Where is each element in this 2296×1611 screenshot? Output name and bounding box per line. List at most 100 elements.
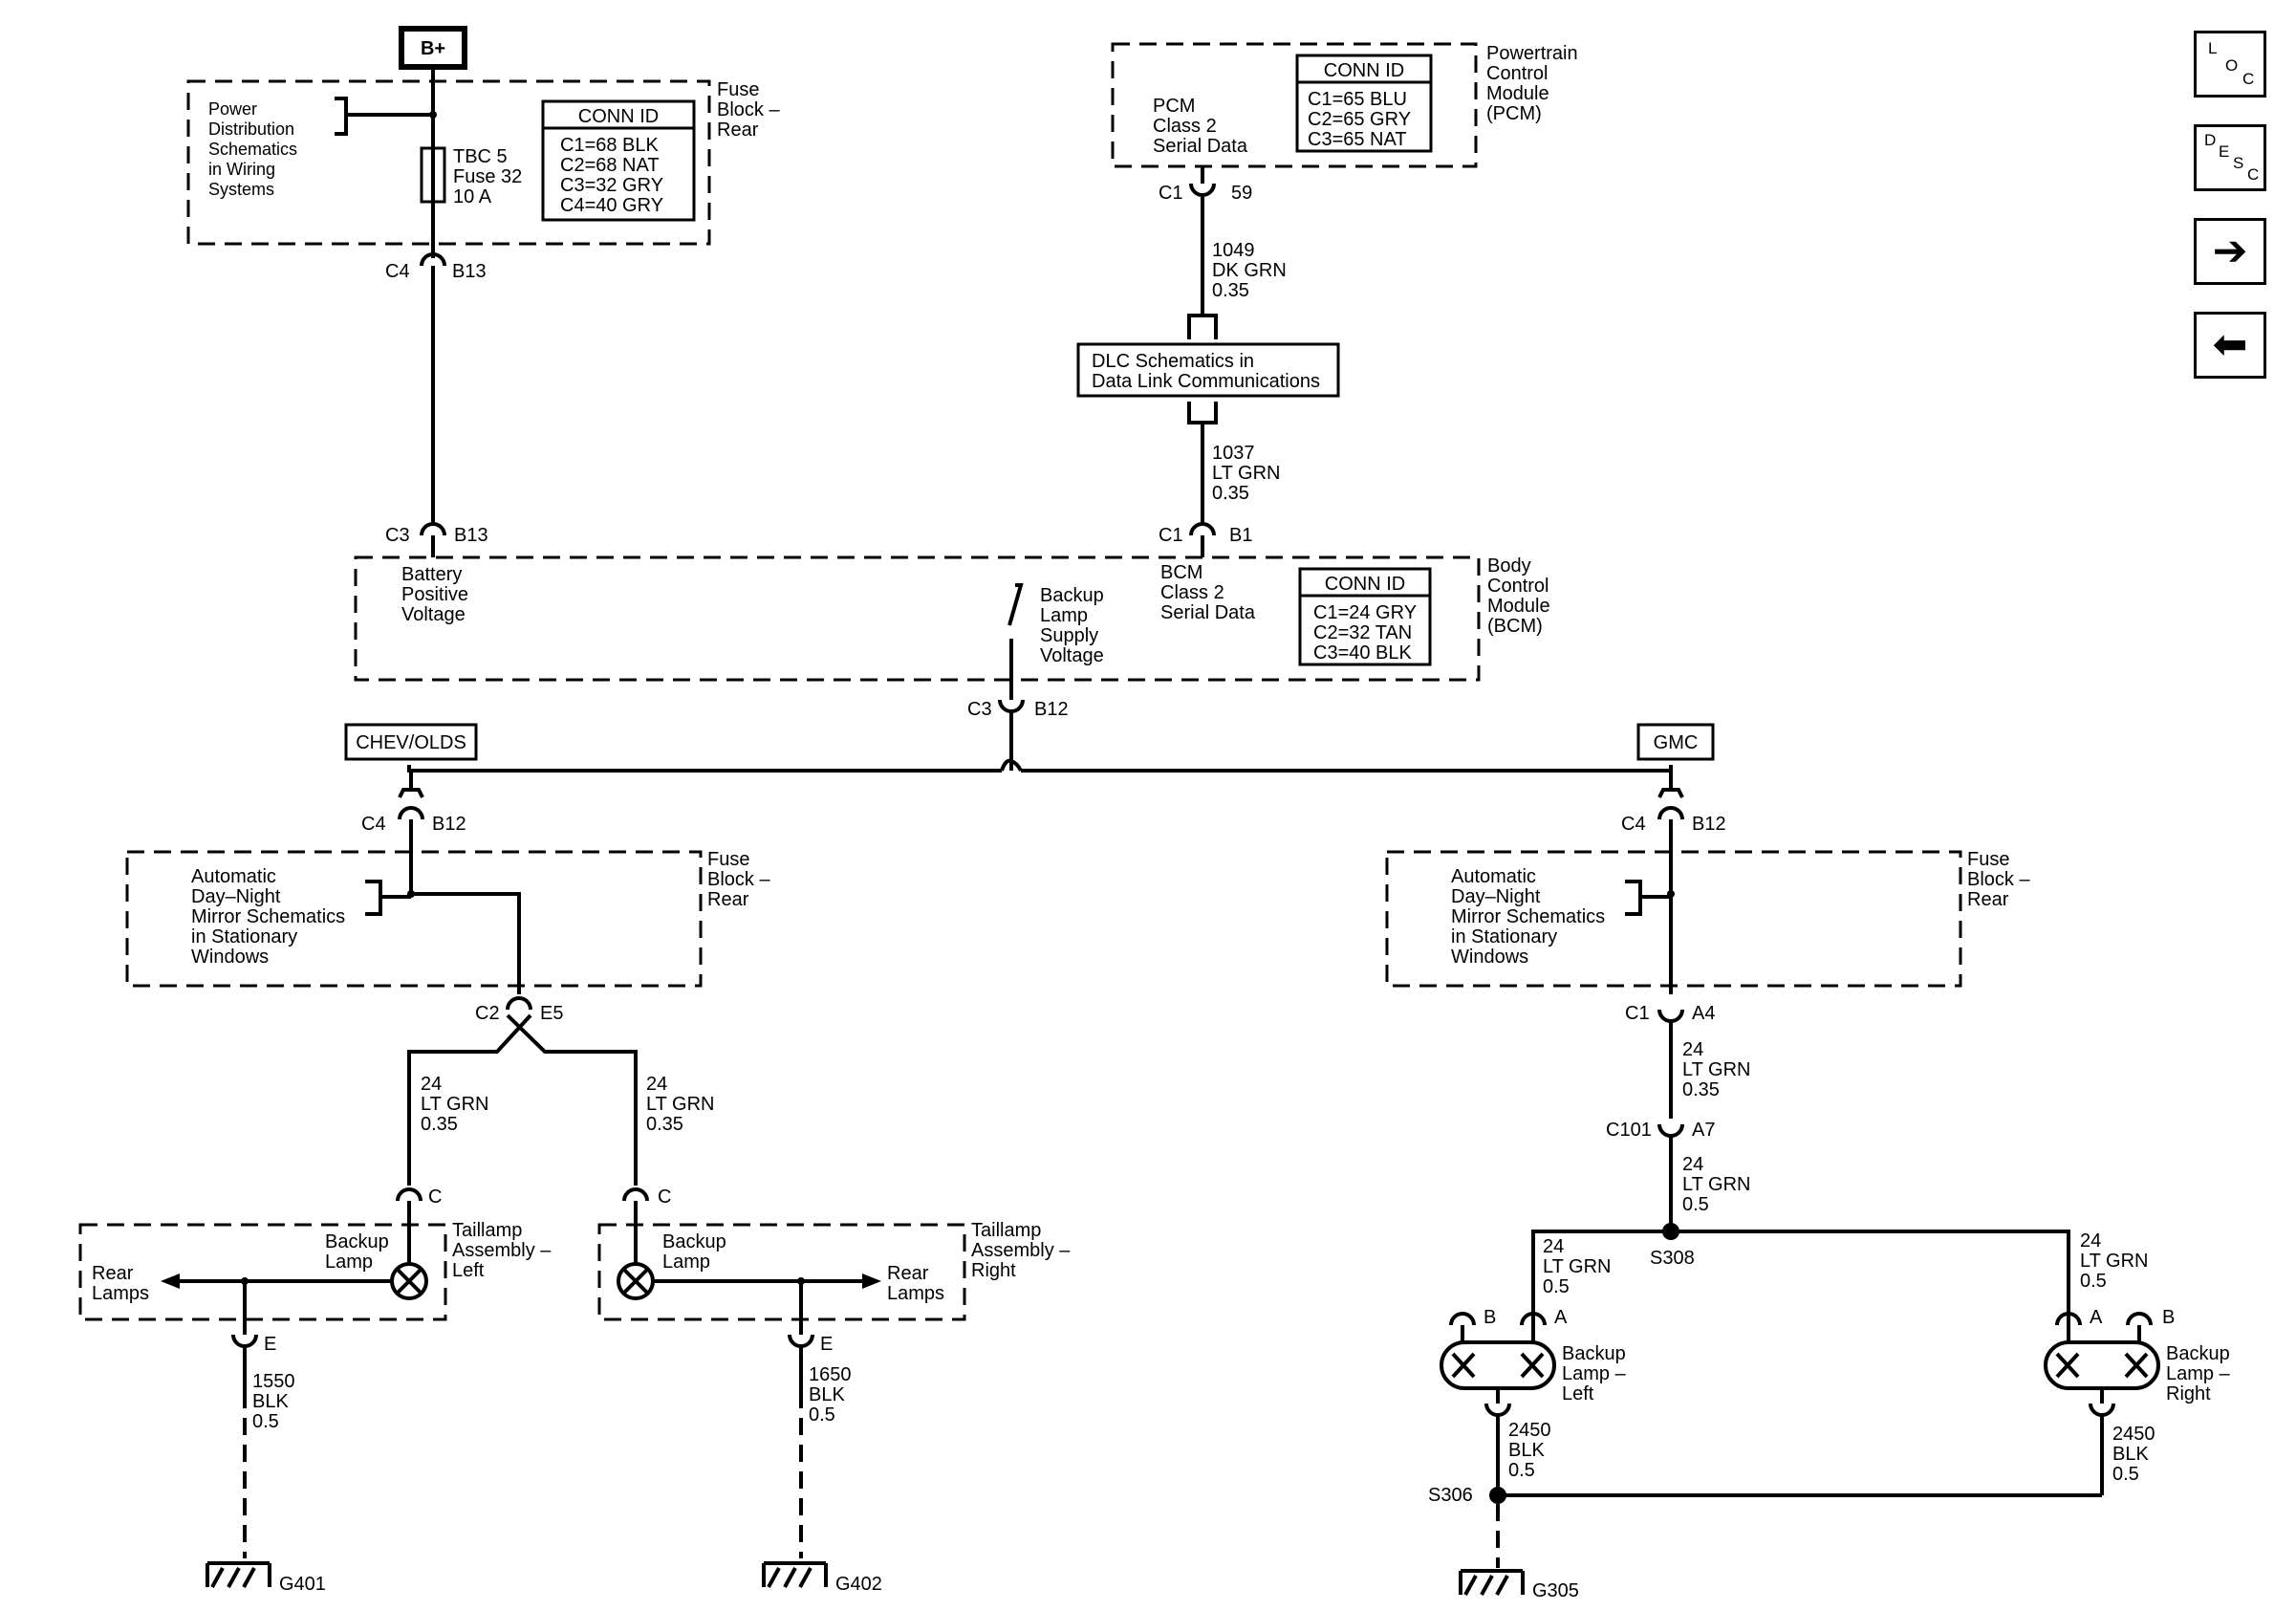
bcm-batt-3: Voltage bbox=[401, 604, 466, 625]
loc-button[interactable]: L O C bbox=[2194, 31, 2266, 98]
gmc-splice-gnd: S306 bbox=[1428, 1485, 1473, 1506]
bcm-name-1: Body bbox=[1487, 555, 1531, 577]
next-button[interactable]: ➔ bbox=[2194, 218, 2266, 285]
gmc-lamp-right-3: Right bbox=[2166, 1383, 2211, 1404]
gmc-ground: G305 bbox=[1532, 1580, 1579, 1601]
ground-icon-g402 bbox=[762, 1561, 828, 1588]
bcm-conn-2: C2=32 TAN bbox=[1313, 622, 1412, 643]
gmc-pin-a-right: A bbox=[2090, 1307, 2103, 1328]
bcm-data-b1: B1 bbox=[1229, 525, 1252, 546]
gmc-in-c4: C4 bbox=[1621, 814, 1646, 835]
desc-letter-c: C bbox=[2247, 165, 2260, 184]
chev-gnd-wire-left-color: BLK bbox=[252, 1391, 289, 1412]
chev-fuse-block bbox=[125, 850, 703, 988]
bcm-batt-1: Battery bbox=[401, 564, 462, 585]
bcm-backup-4: Voltage bbox=[1040, 645, 1104, 666]
bcm-out-b12: B12 bbox=[1034, 699, 1069, 720]
gmc-c101: C101 bbox=[1606, 1120, 1652, 1141]
wire-1049-num: 1049 bbox=[1212, 240, 1255, 261]
gmc-wire-b-gauge: 0.5 bbox=[1682, 1194, 1709, 1215]
backup-switch bbox=[1007, 583, 1024, 626]
chev-in-c4: C4 bbox=[361, 814, 386, 835]
ground-icon-g305 bbox=[1459, 1569, 1525, 1596]
gmc-mirror-4: in Stationary bbox=[1451, 926, 1557, 947]
fuse-block-top-name-2: Block – bbox=[717, 99, 780, 120]
gmc-label: GMC bbox=[1654, 732, 1699, 753]
fuse-conn-table bbox=[541, 99, 696, 222]
chev-wire-left-color: LT GRN bbox=[421, 1094, 489, 1115]
power-dist-ref-1: Power bbox=[208, 99, 257, 119]
bcm-in-b13: B13 bbox=[454, 525, 488, 546]
chev-fuse-name-1: Fuse bbox=[707, 849, 749, 870]
gmc-backup-lamp-right-icon bbox=[2044, 1340, 2160, 1390]
chev-split-c2: C2 bbox=[475, 1003, 500, 1024]
power-dist-ref-5: Systems bbox=[208, 180, 274, 199]
bcm-backup-2: Lamp bbox=[1040, 605, 1088, 626]
chev-pin-e-right: E bbox=[820, 1334, 833, 1355]
wire-1049-color: DK GRN bbox=[1212, 260, 1287, 281]
fuse-conn-title: CONN ID bbox=[578, 106, 659, 127]
power-dist-ref-4: in Wiring bbox=[208, 160, 275, 179]
bcm-conn-title: CONN ID bbox=[1325, 574, 1405, 595]
chev-assy-left-1: Taillamp bbox=[452, 1220, 522, 1241]
bcm-backup-3: Supply bbox=[1040, 625, 1098, 646]
gmc-wire-a-num: 24 bbox=[1682, 1039, 1703, 1060]
gmc-gnd-wire-right-gauge: 0.5 bbox=[2112, 1464, 2139, 1485]
chev-gnd-wire-left-gauge: 0.5 bbox=[252, 1411, 279, 1432]
gmc-gnd-wire-left-color: BLK bbox=[1508, 1440, 1545, 1461]
bcm-name-2: Control bbox=[1487, 576, 1549, 597]
bcm-module bbox=[354, 555, 1481, 682]
chev-wire-right-color: LT GRN bbox=[646, 1094, 715, 1115]
chev-fuse-name-3: Rear bbox=[707, 889, 749, 910]
chev-label-box bbox=[344, 723, 478, 761]
chev-fuse-name-2: Block – bbox=[707, 869, 770, 890]
dlc-label-2: Data Link Communications bbox=[1092, 371, 1320, 392]
pcm-func-3: Serial Data bbox=[1153, 136, 1248, 157]
wire-1037-gauge: 0.35 bbox=[1212, 483, 1249, 504]
gmc-wire-l-color: LT GRN bbox=[1543, 1256, 1612, 1277]
gmc-lamp-left-3: Left bbox=[1562, 1383, 1594, 1404]
gmc-wire-l-gauge: 0.5 bbox=[1543, 1276, 1570, 1297]
gmc-wire-a-color: LT GRN bbox=[1682, 1059, 1751, 1080]
dlc-label-1: DLC Schematics in bbox=[1092, 351, 1254, 372]
fuse-label-2: Fuse 32 bbox=[453, 166, 522, 187]
chev-wire-left-gauge: 0.35 bbox=[421, 1114, 458, 1135]
fuse-conn-1: C1=68 BLK bbox=[560, 135, 660, 156]
pcm-conn-title: CONN ID bbox=[1324, 60, 1404, 81]
gmc-wire-a-gauge: 0.35 bbox=[1682, 1079, 1720, 1100]
gmc-mirror-1: Automatic bbox=[1451, 866, 1536, 887]
loc-letter-o: O bbox=[2225, 56, 2239, 75]
gmc-fuse-block bbox=[1385, 850, 1962, 988]
wire-1049-gauge: 0.35 bbox=[1212, 280, 1249, 301]
gmc-c101-a7: A7 bbox=[1692, 1120, 1715, 1141]
arrow-left-icon: ⬅ bbox=[2212, 321, 2248, 368]
pcm-pin-59: 59 bbox=[1231, 183, 1252, 204]
battery-box bbox=[399, 26, 467, 70]
prev-button[interactable]: ⬅ bbox=[2194, 312, 2266, 379]
gmc-in-b12: B12 bbox=[1692, 814, 1726, 835]
chev-gnd-wire-right-num: 1650 bbox=[809, 1364, 852, 1385]
gmc-pin-b-right: B bbox=[2162, 1307, 2175, 1328]
gmc-splice: S308 bbox=[1650, 1248, 1695, 1269]
pcm-conn-3: C3=65 NAT bbox=[1308, 129, 1407, 150]
gmc-pin-b-left: B bbox=[1484, 1307, 1496, 1328]
pcm-conn-table bbox=[1295, 54, 1433, 153]
desc-button[interactable]: D E S C bbox=[2194, 124, 2266, 191]
chev-mirror-5: Windows bbox=[191, 947, 269, 968]
arrow-right-icon: ➔ bbox=[2212, 228, 2248, 274]
chev-assy-left-2: Assembly – bbox=[452, 1240, 552, 1261]
pcm-func-2: Class 2 bbox=[1153, 116, 1217, 137]
chev-lamp-left-1: Backup bbox=[325, 1231, 389, 1252]
fuse-label-1: TBC 5 bbox=[453, 146, 508, 167]
gmc-lamp-right-1: Backup bbox=[2166, 1343, 2230, 1364]
chev-assy-left-3: Left bbox=[452, 1260, 485, 1281]
chev-wire-right-gauge: 0.35 bbox=[646, 1114, 683, 1135]
gmc-mirror-2: Day–Night bbox=[1451, 886, 1541, 907]
bcm-backup-1: Backup bbox=[1040, 585, 1104, 606]
chev-mirror-2: Day–Night bbox=[191, 886, 281, 907]
gmc-gnd-wire-right-color: BLK bbox=[2112, 1444, 2149, 1465]
dlc-box bbox=[1076, 342, 1340, 398]
bcm-func-3: Serial Data bbox=[1160, 602, 1256, 623]
fuse-conn-2: C2=68 NAT bbox=[560, 155, 660, 176]
gmc-lamp-left-1: Backup bbox=[1562, 1343, 1626, 1364]
